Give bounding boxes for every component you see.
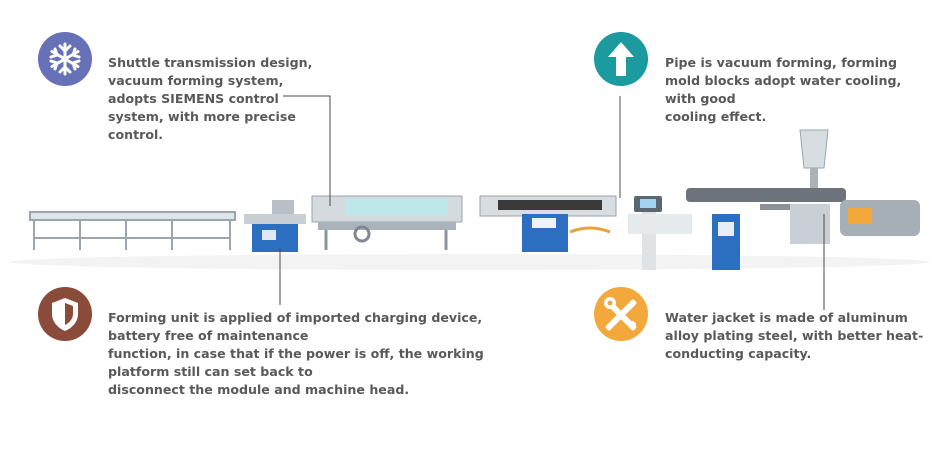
wrench-screwdriver-icon [594, 287, 648, 341]
conveyor-table [29, 211, 236, 250]
feature-text-forming-unit: Forming unit is applied of imported char… [108, 310, 484, 397]
snowflake-icon [38, 32, 92, 86]
extruder [686, 129, 920, 270]
vacuum-forming-tank [311, 195, 463, 250]
up-arrow-icon [594, 32, 648, 86]
feature-text-vacuum-forming: Pipe is vacuum forming, forming mold blo… [665, 55, 902, 124]
cutter-unit [244, 200, 306, 252]
shield-icon [38, 287, 92, 341]
control-panel [628, 196, 692, 270]
feature-text-water-jacket: Water jacket is made of aluminum alloy p… [665, 310, 924, 361]
callout-lines [279, 95, 825, 310]
feature-text-shuttle-transmission: Shuttle transmission design, vacuum form… [108, 55, 313, 142]
forming-machine [479, 195, 617, 252]
